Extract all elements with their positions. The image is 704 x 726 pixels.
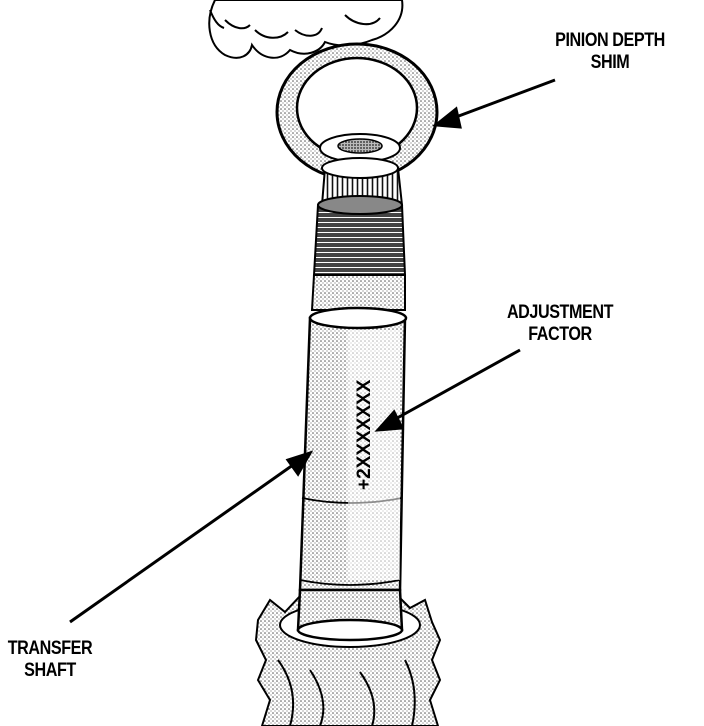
leader-arrow-pinion-depth-shim [432,78,556,129]
shaft-body [298,306,408,592]
adjustment-factor-label: ADJUSTMENT FACTOR [488,302,633,346]
leader-arrow-transfer-shaft [69,450,314,624]
leader-arrow-adjustment-factor [374,348,521,432]
transfer-shaft-label-line1: TRANSFER [7,638,93,659]
transfer-shaft-label-line2: SHAFT [24,660,76,681]
shaft-threaded-section [310,195,407,311]
adjustment-factor-label-line2: FACTOR [528,324,592,345]
shaft-base [296,588,404,642]
transfer-shaft-label: TRANSFER SHAFT [0,638,101,682]
pinion-depth-shim-label: PINION DEPTH SHIM [534,30,687,74]
pinion-depth-shim-label-line1: PINION DEPTH [555,30,665,51]
shaft-marking: +2XXXXXXX [354,379,375,490]
adjustment-factor-label-line1: ADJUSTMENT [506,302,614,323]
pinion-depth-shim-label-line2: SHIM [590,52,630,73]
